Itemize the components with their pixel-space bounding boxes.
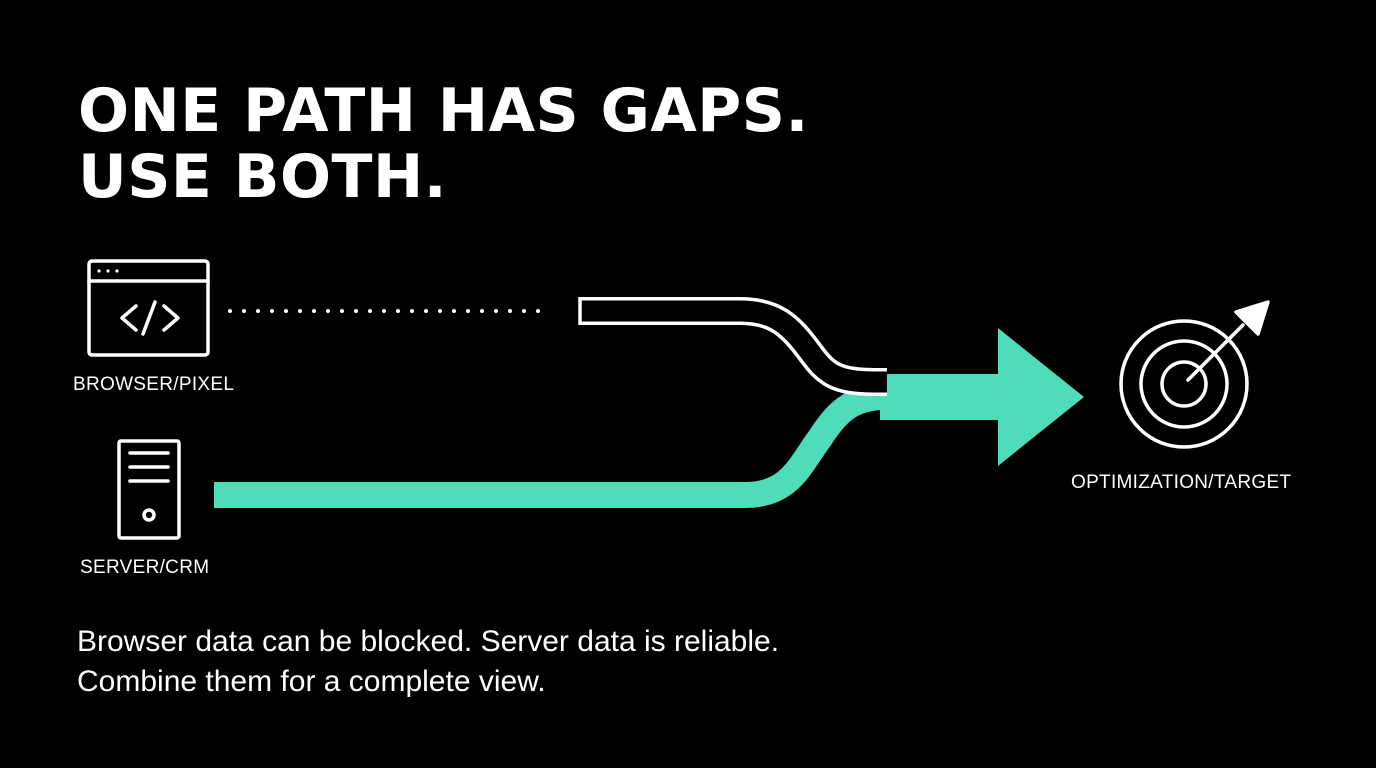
target-arrow-icon [1119, 300, 1270, 449]
server-crm-label: SERVER/CRM [80, 557, 210, 578]
server-path [214, 384, 895, 508]
caption-line-2: Combine them for a complete view. [77, 665, 546, 698]
server-icon [117, 439, 181, 540]
title-line-2: USE BOTH. [78, 142, 447, 212]
browser-pixel-label: BROWSER/PIXEL [73, 374, 235, 395]
caption: Browser data can be blocked. Server data… [77, 622, 779, 702]
caption-line-1: Browser data can be blocked. Server data… [77, 625, 780, 658]
page-title: ONE PATH HAS GAPS. USE BOTH. [78, 78, 809, 210]
optimization-target-label: OPTIMIZATION/TARGET [1071, 472, 1292, 493]
browser-code-icon [87, 259, 210, 357]
title-line-1: ONE PATH HAS GAPS. [78, 76, 809, 146]
browser-outline-path-inner [580, 300, 887, 393]
combined-arrow [880, 328, 1084, 466]
